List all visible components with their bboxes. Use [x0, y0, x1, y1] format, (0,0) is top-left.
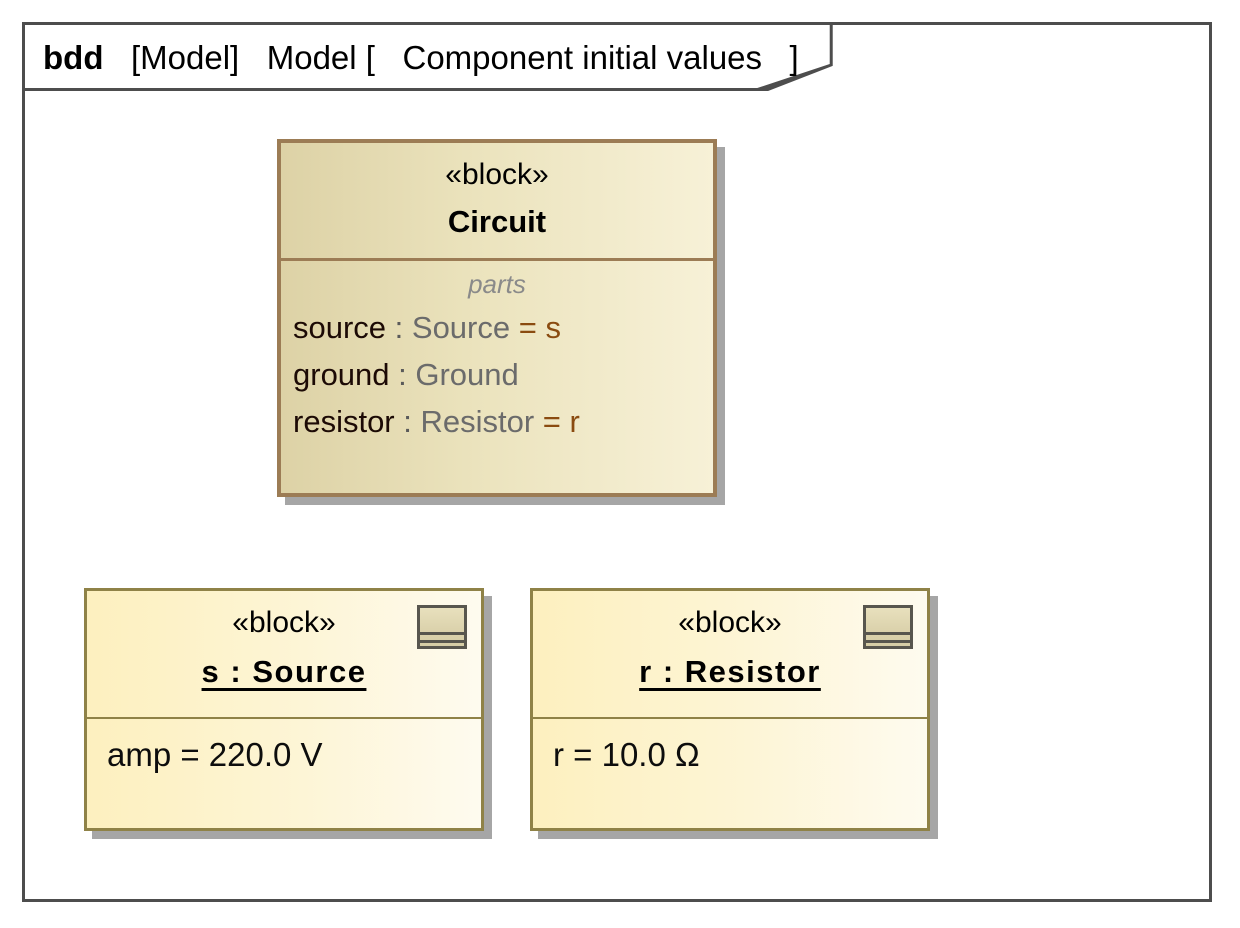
- part-row-source[interactable]: source : Source = s: [293, 304, 701, 351]
- part-type: Resistor: [420, 404, 535, 440]
- block-instance-resistor-name: r : Resistor: [639, 653, 821, 689]
- block-instance-resistor-slots: r = 10.0 Ω: [533, 719, 927, 795]
- block-icon-line-upper: [420, 632, 464, 635]
- block-instance-source-slots: amp = 220.0 V: [87, 719, 481, 795]
- diagram-bracket-open: [: [365, 39, 375, 76]
- part-separator: :: [389, 357, 416, 393]
- part-separator: :: [394, 404, 421, 440]
- block-instance-source-header: «block» s : Source: [87, 591, 481, 717]
- block-instance-resistor[interactable]: «block» r : Resistor r = 10.0 Ω: [530, 588, 930, 831]
- slot-value-amp[interactable]: amp = 220.0 V: [107, 736, 323, 773]
- diagram-model-name: Model: [266, 39, 357, 76]
- block-instance-resistor-stereotype: «block»: [678, 606, 782, 639]
- parts-compartment-label: parts: [468, 268, 526, 299]
- part-separator: :: [386, 309, 412, 345]
- diagram-title-label: Component initial values: [402, 39, 763, 76]
- block-compartment-icon: [417, 605, 467, 649]
- part-equals: =: [510, 309, 546, 345]
- diagram-frame-header-tab[interactable]: bdd [Model] Model [ Component initial va…: [25, 25, 833, 91]
- block-circuit-name: Circuit: [447, 203, 547, 239]
- diagram-kind-label: bdd: [43, 39, 104, 76]
- block-instance-source-stereotype: «block»: [232, 606, 336, 639]
- block-instance-resistor-header: «block» r : Resistor: [533, 591, 927, 717]
- part-value: r: [569, 404, 580, 440]
- block-circuit[interactable]: «block» Circuit parts source : Source = …: [277, 139, 717, 497]
- block-circuit-stereotype: «block»: [445, 158, 549, 191]
- part-name: resistor: [293, 404, 395, 440]
- block-circuit-parts-compartment: parts source : Source = s ground : Groun…: [281, 261, 713, 457]
- block-instance-source[interactable]: «block» s : Source amp = 220.0 V: [84, 588, 484, 831]
- block-instance-resistor-divider: [533, 717, 927, 719]
- frame-tab-fill-shape: [25, 25, 830, 88]
- block-compartment-icon: [863, 605, 913, 649]
- part-row-resistor[interactable]: resistor : Resistor = r: [293, 398, 701, 445]
- diagram-scope-label: [Model]: [131, 39, 240, 76]
- block-instance-source-divider: [87, 717, 481, 719]
- part-value: s: [545, 309, 561, 345]
- part-equals: =: [534, 404, 570, 440]
- block-icon-line-upper: [866, 632, 910, 635]
- block-icon-line-lower: [420, 640, 464, 643]
- part-name: source: [293, 309, 387, 345]
- block-circuit-compartment-divider: [281, 257, 713, 261]
- part-row-ground[interactable]: ground : Ground: [293, 351, 701, 398]
- frame-tab-label: bdd [Model] Model [ Component initial va…: [43, 39, 833, 77]
- slot-value-r[interactable]: r = 10.0 Ω: [553, 736, 700, 773]
- block-instance-source-name: s : Source: [201, 653, 367, 689]
- block-circuit-header: «block» Circuit: [281, 143, 713, 258]
- part-name: ground: [293, 357, 390, 393]
- block-icon-line-lower: [866, 640, 910, 643]
- diagram-bracket-close: ]: [789, 39, 799, 76]
- part-type: Source: [411, 309, 511, 345]
- part-type: Ground: [415, 357, 519, 393]
